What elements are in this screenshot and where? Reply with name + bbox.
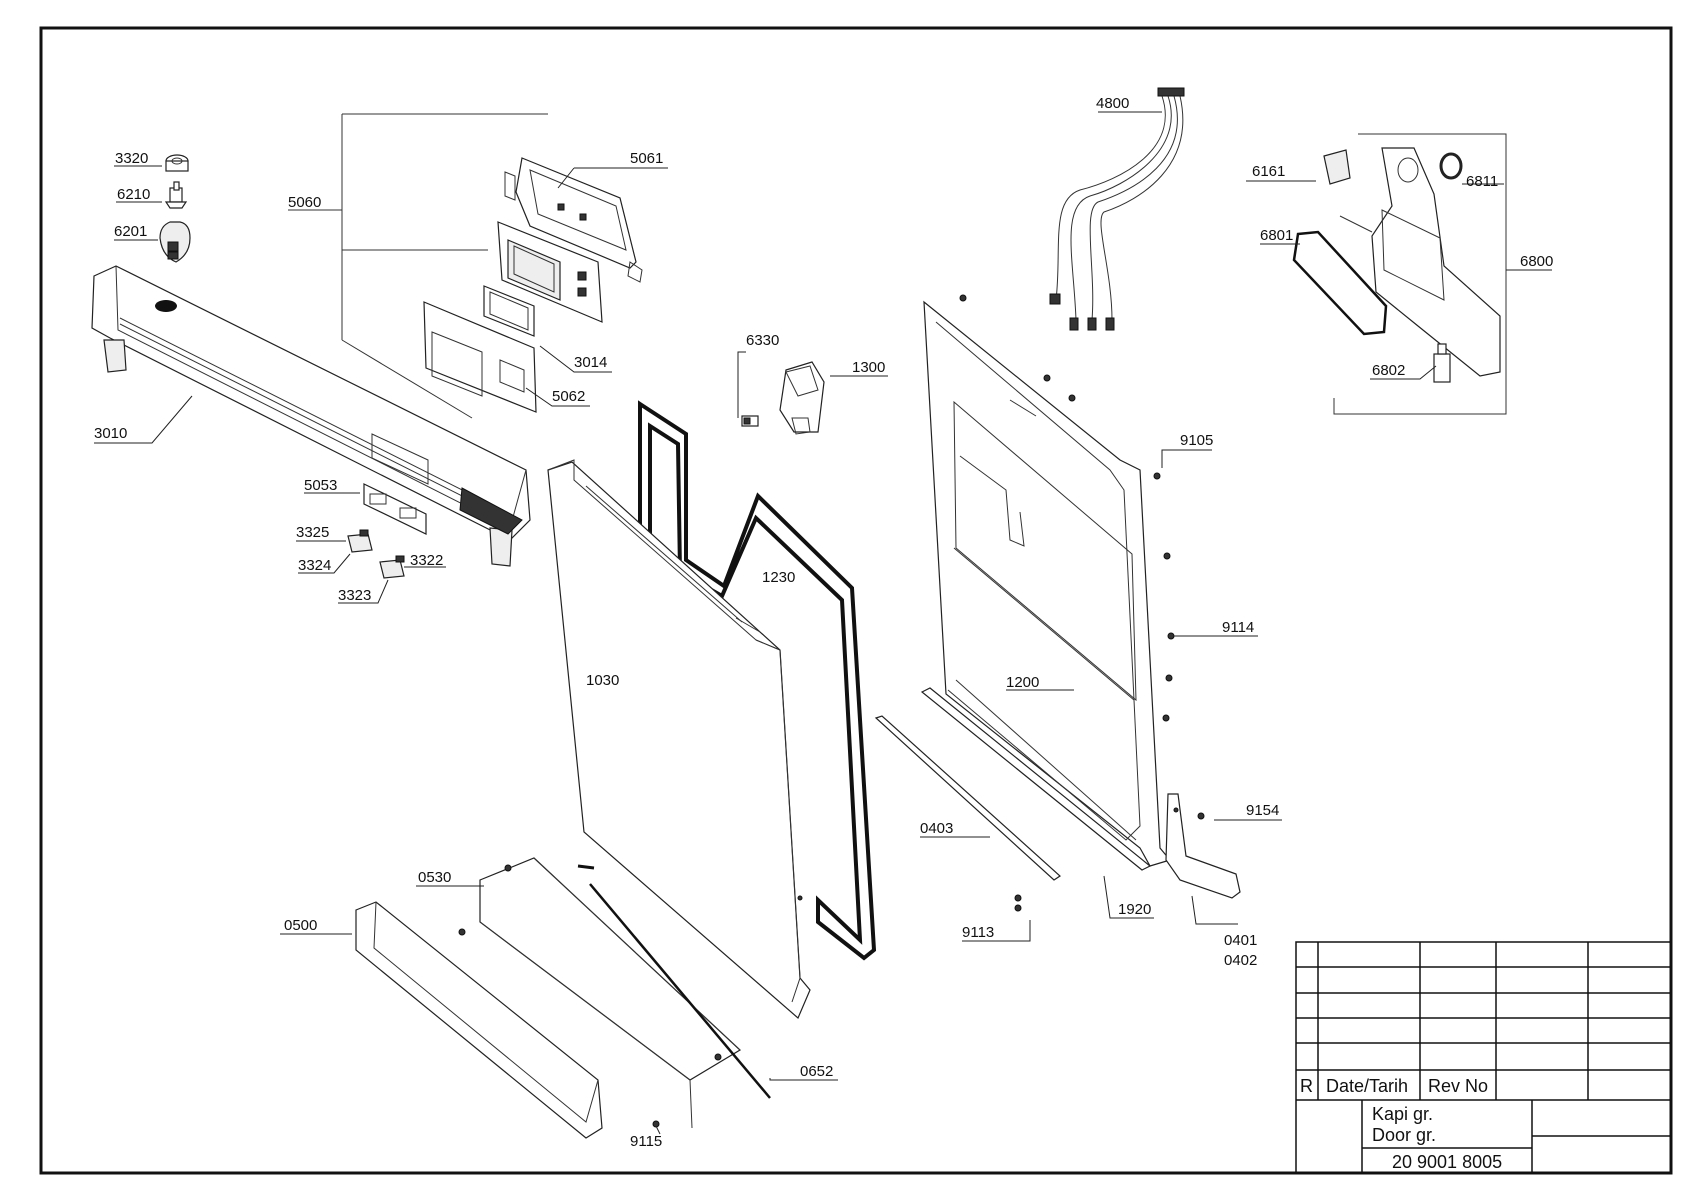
label-0530: 0530 xyxy=(418,869,451,886)
label-5062: 5062 xyxy=(552,388,585,405)
screws-center xyxy=(458,864,803,1128)
screws-9113 xyxy=(1014,894,1022,912)
kickplate-0500 xyxy=(355,901,603,1139)
revision-label: R xyxy=(1300,1076,1313,1096)
dispenser-6800 xyxy=(1339,147,1501,377)
plinth-cover-0530 xyxy=(479,857,741,1129)
label-9114: 9114 xyxy=(1222,619,1254,636)
label-1920: 1920 xyxy=(1118,901,1151,918)
label-6161: 6161 xyxy=(1252,163,1285,180)
knob-cap-3320 xyxy=(165,154,189,172)
pcb-board-5061 xyxy=(504,157,643,283)
part-labels: 3320 6210 6201 5060 5061 3014 5062 3010 … xyxy=(94,95,1553,1150)
label-3324: 3324 xyxy=(298,557,331,574)
title-block-text: R Date/Tarih Rev No Kapi gr. Door gr. 20… xyxy=(1300,1076,1502,1172)
label-9105: 9105 xyxy=(1180,432,1213,449)
gasket-1230 xyxy=(638,400,877,961)
keypad-5053 xyxy=(363,483,427,535)
pcb-board-5060 xyxy=(497,221,603,323)
label-5061: 5061 xyxy=(630,150,663,167)
display-window-3014 xyxy=(483,285,535,337)
label-3010: 3010 xyxy=(94,425,127,442)
door-lock-1300 xyxy=(779,361,825,435)
button-3324 xyxy=(347,529,373,553)
label-1300: 1300 xyxy=(852,359,885,376)
label-3323: 3323 xyxy=(338,587,371,604)
leader-lines xyxy=(94,111,1552,1135)
label-1200: 1200 xyxy=(1006,674,1039,691)
wiring-harness-4800 xyxy=(1049,87,1185,331)
actuator-6802 xyxy=(1433,343,1451,383)
label-6201: 6201 xyxy=(114,223,147,240)
drawing-name-en: Door gr. xyxy=(1372,1125,1436,1145)
drawing-frame xyxy=(39,26,1673,1175)
drawing-name-tr: Kapi gr. xyxy=(1372,1104,1433,1124)
control-panel-group xyxy=(91,113,643,579)
clip-6161 xyxy=(1323,149,1351,185)
label-6330: 6330 xyxy=(746,332,779,349)
strip-0403 xyxy=(874,715,1061,881)
label-0402: 0402 xyxy=(1224,952,1257,969)
strip-1920 xyxy=(920,687,1152,871)
lock-clip-6330 xyxy=(741,415,759,427)
shaft-6210 xyxy=(164,181,188,209)
label-6811: 6811 xyxy=(1466,173,1498,190)
title-block xyxy=(1295,941,1672,1174)
label-6802: 6802 xyxy=(1372,362,1405,379)
label-0403: 0403 xyxy=(920,820,953,837)
label-6800: 6800 xyxy=(1520,253,1553,270)
label-6210: 6210 xyxy=(117,186,150,203)
label-9115: 9115 xyxy=(630,1133,662,1150)
label-9154: 9154 xyxy=(1246,802,1279,819)
button-3323 xyxy=(379,555,405,579)
label-0652: 0652 xyxy=(800,1063,833,1080)
date-label: Date/Tarih xyxy=(1326,1076,1408,1096)
outer-door-1030 xyxy=(547,459,811,1019)
drawing-number: 20 9001 8005 xyxy=(1392,1152,1502,1172)
label-6801: 6801 xyxy=(1260,227,1293,244)
display-frame-5062 xyxy=(423,301,537,413)
label-0401: 0401 xyxy=(1224,932,1257,949)
control-panel-3010 xyxy=(91,265,531,567)
label-3325: 3325 xyxy=(296,524,329,541)
inner-door-1200 xyxy=(923,300,1172,867)
rev-no-label: Rev No xyxy=(1428,1076,1488,1096)
label-5060: 5060 xyxy=(288,194,321,211)
label-1230: 1230 xyxy=(762,569,795,586)
label-3322: 3322 xyxy=(410,552,443,569)
label-5053: 5053 xyxy=(304,477,337,494)
hinge-bracket-0401 xyxy=(1165,793,1241,899)
trim-strip-0652 xyxy=(577,864,771,1099)
gasket-6801 xyxy=(1292,230,1388,336)
button-pad-6201 xyxy=(159,221,191,263)
label-3014: 3014 xyxy=(574,354,607,371)
label-1030: 1030 xyxy=(586,672,619,689)
seal-ring-6811 xyxy=(1439,152,1463,180)
label-3320: 3320 xyxy=(115,150,148,167)
label-9113: 9113 xyxy=(962,924,994,941)
label-0500: 0500 xyxy=(284,917,317,934)
label-4800: 4800 xyxy=(1096,95,1129,112)
